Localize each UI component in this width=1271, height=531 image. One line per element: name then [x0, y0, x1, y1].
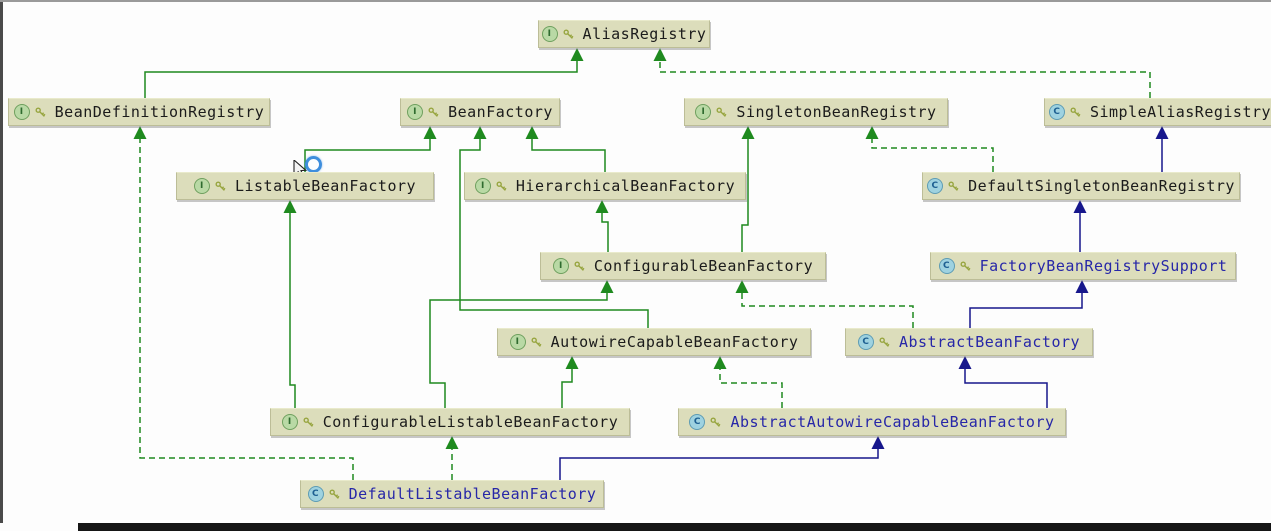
interface-icon: I: [13, 104, 30, 120]
node-factory-bean-registry-support[interactable]: C FactoryBeanRegistrySupport: [930, 252, 1236, 280]
interface-icon: I: [193, 178, 210, 194]
node-configurable-listable-bean-factory[interactable]: I ConfigurableListableBeanFactory: [270, 408, 630, 436]
node-abstract-autowire-capable-bean-factory[interactable]: C AbstractAutowireCapableBeanFactory: [678, 408, 1066, 436]
node-listable-bean-factory[interactable]: I ListableBeanFactory: [176, 172, 434, 200]
node-label: DefaultListableBeanFactory: [348, 484, 597, 503]
edge-hierarchical-bean-factory-to-bean-factory: [525, 126, 606, 172]
edge-configurable-bean-factory-to-hierarchical-bean-factory: [595, 200, 609, 252]
node-singleton-bean-registry[interactable]: I SingletonBeanRegistry: [684, 98, 948, 126]
key-icon: [329, 489, 340, 500]
node-default-singleton-bean-registry[interactable]: C DefaultSingletonBeanRegistry: [922, 172, 1240, 200]
node-label: ConfigurableBeanFactory: [593, 256, 814, 275]
node-label: ListableBeanFactory: [234, 176, 417, 195]
node-simple-alias-registry[interactable]: C SimpleAliasRegistry: [1044, 98, 1271, 126]
edge-configurable-listable-bean-factory-to-autowire-capable-bean-factory: [561, 356, 579, 408]
interface-icon: I: [552, 258, 569, 274]
class-icon: C: [938, 258, 955, 274]
edge-bean-definition-registry-to-alias-registry: [144, 48, 584, 98]
key-icon: [879, 337, 890, 348]
key-icon: [574, 261, 585, 272]
edge-abstract-bean-factory-to-configurable-bean-factory: [735, 280, 914, 328]
key-icon: [716, 107, 727, 118]
interface-icon: I: [509, 334, 526, 350]
class-icon: C: [857, 334, 874, 350]
interface-icon: I: [695, 104, 712, 120]
node-bean-definition-registry[interactable]: I BeanDefinitionRegistry: [8, 98, 270, 126]
node-label: BeanFactory: [448, 102, 553, 121]
key-icon: [531, 337, 542, 348]
key-icon: [215, 181, 226, 192]
node-alias-registry[interactable]: I AliasRegistry: [538, 20, 710, 48]
node-label: AutowireCapableBeanFactory: [550, 332, 799, 351]
node-label: AbstractAutowireCapableBeanFactory: [730, 412, 1055, 431]
node-label: SimpleAliasRegistry: [1089, 102, 1271, 121]
bottom-scrollbar[interactable]: [78, 523, 1271, 531]
node-default-listable-bean-factory[interactable]: C DefaultListableBeanFactory: [300, 480, 604, 508]
edge-configurable-listable-bean-factory-to-listable-bean-factory: [283, 200, 297, 408]
edge-autowire-capable-bean-factory-to-bean-factory: [459, 126, 649, 328]
node-hierarchical-bean-factory[interactable]: I HierarchicalBeanFactory: [464, 172, 746, 200]
node-label: AliasRegistry: [582, 24, 707, 43]
node-label: SingletonBeanRegistry: [736, 102, 937, 121]
key-icon: [1070, 107, 1081, 118]
key-icon: [948, 181, 959, 192]
interface-icon: I: [407, 104, 424, 120]
interface-icon: I: [281, 414, 298, 430]
node-abstract-bean-factory[interactable]: C AbstractBeanFactory: [845, 328, 1093, 356]
interface-icon: I: [474, 178, 491, 194]
node-label: DefaultSingletonBeanRegistry: [968, 176, 1235, 195]
key-icon: [303, 417, 314, 428]
top-border: [0, 0, 1271, 2]
key-icon: [428, 107, 439, 118]
edge-abstract-autowire-capable-bean-factory-to-abstract-bean-factory: [958, 356, 1048, 408]
edge-configurable-listable-bean-factory-to-configurable-bean-factory: [429, 280, 614, 408]
edge-abstract-autowire-capable-bean-factory-to-autowire-capable-bean-factory: [713, 356, 783, 408]
edge-default-singleton-bean-registry-to-singleton-bean-registry: [865, 126, 994, 172]
class-icon: C: [927, 178, 944, 194]
key-icon: [496, 181, 507, 192]
edge-default-listable-bean-factory-to-bean-definition-registry: [133, 126, 354, 480]
node-autowire-capable-bean-factory[interactable]: I AutowireCapableBeanFactory: [497, 328, 811, 356]
node-configurable-bean-factory[interactable]: I ConfigurableBeanFactory: [540, 252, 826, 280]
key-icon: [710, 417, 721, 428]
node-label: FactoryBeanRegistrySupport: [979, 256, 1228, 275]
class-icon: C: [689, 414, 706, 430]
node-bean-factory[interactable]: I BeanFactory: [400, 98, 560, 126]
node-label: HierarchicalBeanFactory: [515, 176, 736, 195]
node-label: BeanDefinitionRegistry: [54, 102, 265, 121]
key-icon: [35, 107, 46, 118]
node-label: AbstractBeanFactory: [898, 332, 1081, 351]
key-icon: [563, 29, 574, 40]
key-icon: [960, 261, 971, 272]
edge-listable-bean-factory-to-bean-factory: [304, 126, 437, 172]
click-indicator: [305, 156, 322, 173]
class-icon: C: [307, 486, 324, 502]
edge-configurable-bean-factory-to-singleton-bean-registry: [741, 126, 755, 252]
class-icon: C: [1048, 104, 1065, 120]
edge-default-listable-bean-factory-to-abstract-autowire-capable-bean-factory: [559, 436, 885, 480]
left-border: [0, 2, 3, 523]
edge-abstract-bean-factory-to-factory-bean-registry-support: [969, 280, 1089, 328]
node-label: ConfigurableListableBeanFactory: [322, 412, 619, 431]
interface-icon: I: [541, 26, 558, 42]
edge-simple-alias-registry-to-alias-registry: [653, 48, 1151, 98]
